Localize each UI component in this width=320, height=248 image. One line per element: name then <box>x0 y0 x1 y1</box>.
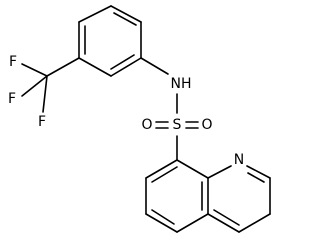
ring-nitrogen-label: N <box>234 152 244 168</box>
quinoline-benzo-ring <box>145 159 209 233</box>
benzene-ring <box>78 5 142 77</box>
fluorine-atom-label: F <box>38 114 46 130</box>
sulfonyl-oxygen-bonds <box>155 121 199 129</box>
fluorine-atom-label: F <box>9 54 17 70</box>
quinoline-pyridine-ring <box>207 165 271 233</box>
bond-aryl-nh <box>140 57 169 75</box>
fluorine-atom-label: F <box>8 91 16 107</box>
amine-nh-label: NH <box>171 76 192 92</box>
oxygen-atom-label: O <box>201 117 212 133</box>
sulfur-atom-label: S <box>173 117 182 133</box>
trifluoromethyl-group <box>21 57 80 113</box>
oxygen-atom-label: O <box>141 117 152 133</box>
chemical-structure-diagram: F F F NH S O O N <box>8 5 271 233</box>
